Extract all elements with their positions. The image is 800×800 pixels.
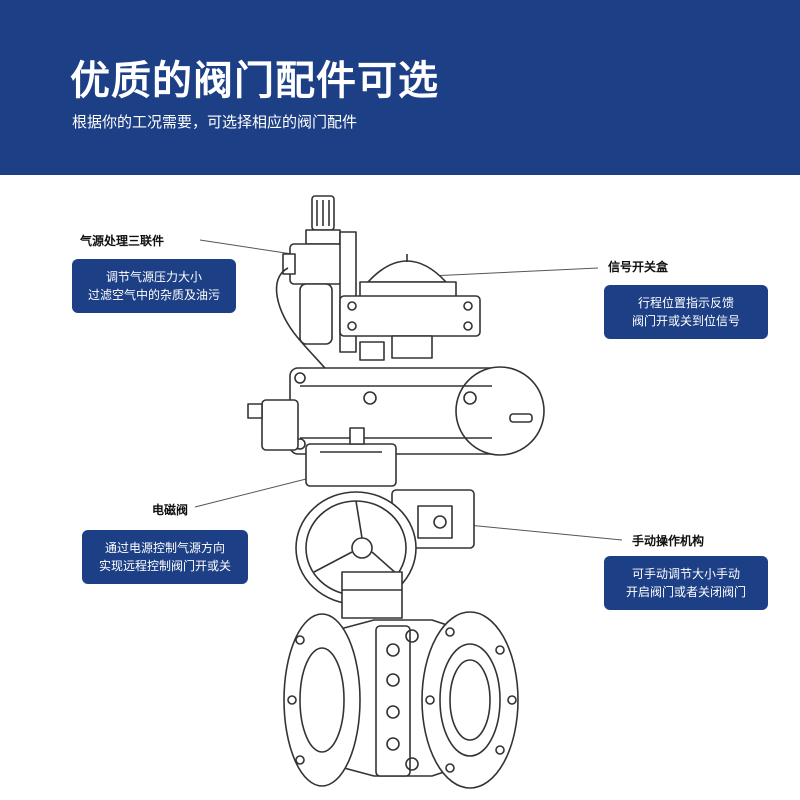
leader-line-switch-box <box>429 267 599 277</box>
callout-label-solenoid: 电磁阀 <box>152 503 189 517</box>
valve-diagram <box>194 195 623 789</box>
page-title: 优质的阀门配件可选 <box>70 58 439 104</box>
callout-label-switch-box: 信号开关盒 <box>608 260 669 274</box>
leader-line-solenoid <box>194 477 311 508</box>
header-banner <box>0 0 800 175</box>
callout-manual-line-1: 可手动调节大小手动 <box>631 567 740 581</box>
callout-box-frl: 调节气源压力大小 过滤空气中的杂质及油污 <box>72 259 236 313</box>
leader-line-manual <box>467 524 623 541</box>
page-subtitle: 根据你的工况需要，可选择相应的阀门配件 <box>72 113 358 131</box>
callout-manual-line-2: 开启阀门或者关闭阀门 <box>625 585 746 599</box>
ball-valve-body <box>283 611 519 789</box>
callout-switch-box-line-2: 阀门开或关到位信号 <box>631 314 740 328</box>
callout-solenoid-line-1: 通过电源控制气源方向 <box>104 541 225 555</box>
callout-frl-line-1: 调节气源压力大小 <box>105 270 202 284</box>
callout-label-frl: 气源处理三联件 <box>80 234 165 248</box>
valve-neck <box>341 571 403 619</box>
callout-box-solenoid: 通过电源控制气源方向 实现远程控制阀门开或关 <box>82 530 248 584</box>
callout-switch-box-line-1: 行程位置指示反馈 <box>637 296 734 310</box>
solenoid-valve <box>305 427 397 487</box>
switch-box <box>339 254 481 361</box>
leader-lines <box>194 239 623 541</box>
callout-frl-line-2: 过滤空气中的杂质及油污 <box>87 288 220 302</box>
actuator <box>247 366 545 456</box>
callout-box-switch-box: 行程位置指示反馈 阀门开或关到位信号 <box>604 285 768 339</box>
leader-line-frl <box>199 239 293 255</box>
callout-solenoid-line-2: 实现远程控制阀门开或关 <box>98 559 231 573</box>
callout-label-manual: 手动操作机构 <box>632 534 705 548</box>
callout-box-manual: 可手动调节大小手动 开启阀门或者关闭阀门 <box>604 556 768 610</box>
